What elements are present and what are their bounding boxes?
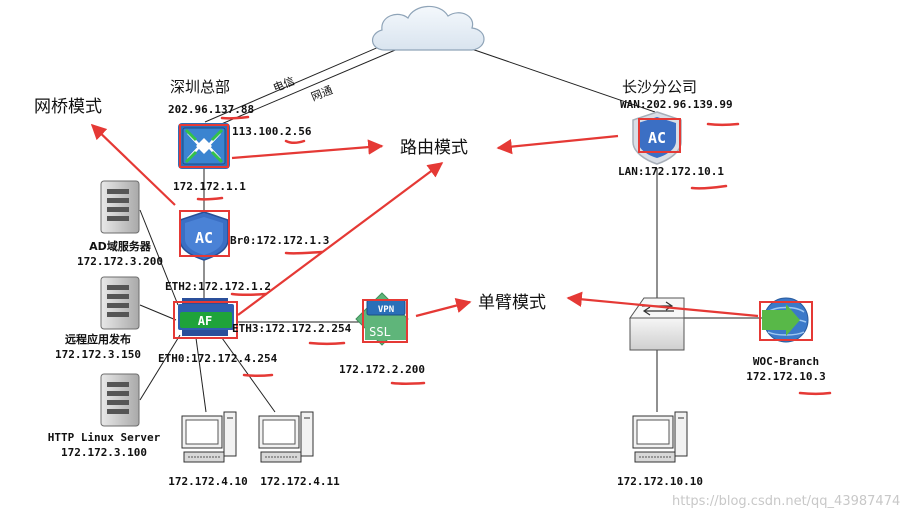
link-http-af [139,334,181,401]
server-remote-name: 远程应用发布 [65,332,131,346]
hq-wan-ip: 202.96.137.88 [168,103,254,116]
annotation-arrows [90,123,759,318]
arrow-vpn-single-arm [415,298,472,318]
branch-switch[interactable] [629,297,685,351]
link-hq-telecom [204,39,396,123]
mode-label-route: 路由模式 [400,138,468,158]
link-ad-af [139,209,179,306]
hq-name: 深圳总部 [170,78,230,96]
underline-marks [196,115,832,395]
server-remote-app[interactable] [100,276,140,330]
hq-af-firewall[interactable]: AF [173,298,238,339]
isp-netcom-label: 网通 [309,83,334,103]
pc-branch-ip: 172.172.10.10 [617,475,703,488]
hq-wan2-ip: 113.100.2.56 [232,125,312,138]
vpn-bottom-label: SSL [369,325,391,339]
mode-label-bridge: 网桥模式 [34,97,102,117]
isp-telecom-label: 电信 [271,74,296,94]
hq-router-lan-ip: 172.172.1.1 [173,180,246,193]
internet-cloud [372,5,485,51]
link-af-pc1 [195,337,207,413]
woc-name: WOC-Branch [753,355,819,368]
arrow-to-bridge-mode [90,123,176,206]
watermark-text: https://blog.csdn.net/qq_43987474 [672,494,900,509]
hq-ac-device[interactable]: AC [179,210,230,261]
branch-ac-device[interactable]: AC [632,111,682,165]
hq-ac-br0: Br0:172.172.1.3 [230,234,329,247]
arrow-hq-route-mode [231,139,384,160]
arrow-branch-route-mode [496,134,619,155]
hq-af-label: AF [198,314,212,328]
hq-af-eth2: ETH2:172.172.1.2 [165,280,271,293]
server-http-ip: 172.172.3.100 [61,446,147,459]
pc-branch[interactable] [632,411,688,463]
hq-ac-label: AC [195,229,213,247]
server-ad-ip: 172.172.3.200 [77,255,163,268]
pc-hq-1[interactable] [181,411,237,463]
vpn-top-label: VPN [378,305,394,315]
vpn-ip: 172.172.2.200 [339,363,425,376]
server-ad-name: AD域服务器 [89,239,152,253]
connection-lines [139,39,762,413]
branch-ac-label: AC [648,129,666,147]
arrow-af-route-mode [237,162,444,316]
pc-hq-2[interactable] [258,411,314,463]
server-http-linux[interactable] [100,373,140,427]
branch-name: 长沙分公司 [622,78,697,96]
hq-af-eth0: ETH0:172.172.4.254 [158,352,278,365]
link-remote-af [139,304,177,321]
server-http-name: HTTP Linux Server [48,431,161,444]
server-remote-ip: 172.172.3.150 [55,348,141,361]
hq-af-eth3: ETH3:172.172.2.254 [232,322,352,335]
woc-ip: 172.172.10.3 [746,370,825,383]
server-ad[interactable] [100,180,140,234]
branch-wan: WAN:202.96.139.99 [620,98,733,111]
mode-label-single-arm: 单臂模式 [478,293,546,313]
hq-router[interactable] [178,123,230,169]
pc-hq-2-ip: 172.172.4.11 [260,475,340,488]
link-hq-netcom [211,47,401,129]
ssl-vpn-device[interactable]: VPN SSL [355,292,409,346]
branch-lan: LAN:172.172.10.1 [618,165,724,178]
woc-branch-device[interactable] [759,297,813,343]
pc-hq-1-ip: 172.172.4.10 [168,475,247,488]
link-branch-internet [459,44,656,113]
arrow-woc-single-arm [566,291,759,318]
